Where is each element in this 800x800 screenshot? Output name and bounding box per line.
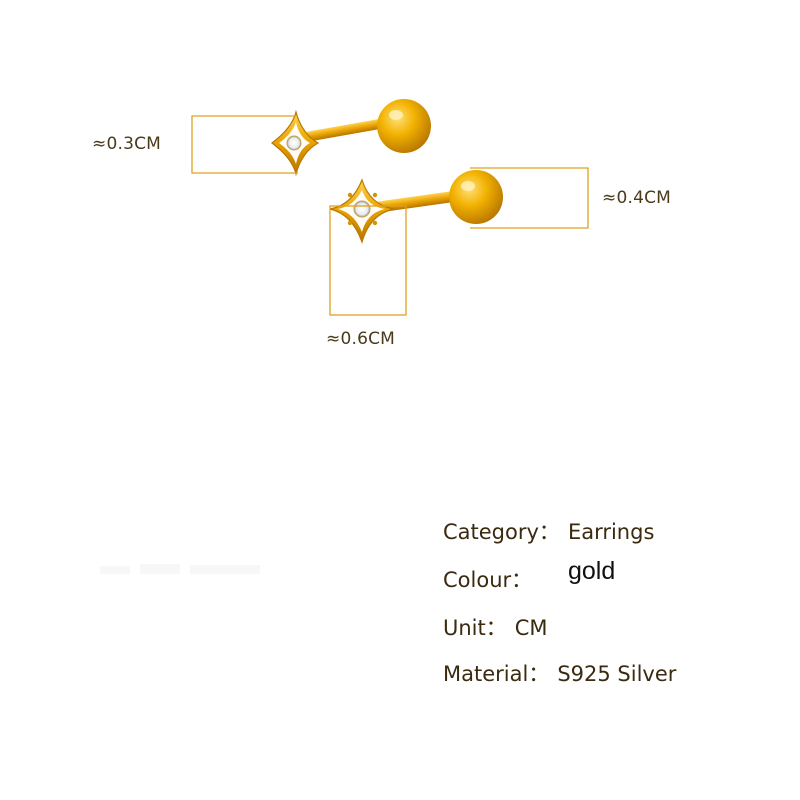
spec-value: S925 Silver bbox=[557, 662, 677, 686]
spec-value: CM bbox=[514, 616, 548, 640]
watermark bbox=[100, 560, 270, 582]
large-height-label: ≈0.4CM bbox=[602, 188, 672, 208]
spec-key: Category： bbox=[443, 520, 560, 544]
spec-key: Unit： bbox=[443, 616, 507, 640]
small-width-label: ≈0.3CM bbox=[92, 134, 162, 154]
dimension-guides bbox=[191, 115, 589, 316]
small-earring bbox=[271, 99, 431, 177]
large-earring bbox=[329, 170, 503, 244]
spec-category: Category： Earrings bbox=[443, 516, 654, 546]
spec-colour: Colour： bbox=[443, 564, 532, 594]
spec-value: Earrings bbox=[567, 520, 655, 544]
spec-key: Material： bbox=[443, 662, 550, 686]
spec-unit: Unit： CM bbox=[443, 612, 548, 642]
large-width-label: ≈0.6CM bbox=[326, 329, 396, 349]
spec-key: Colour： bbox=[443, 568, 533, 592]
spec-material: Material： S925 Silver bbox=[443, 658, 676, 688]
spec-colour-value: gold bbox=[568, 557, 616, 585]
